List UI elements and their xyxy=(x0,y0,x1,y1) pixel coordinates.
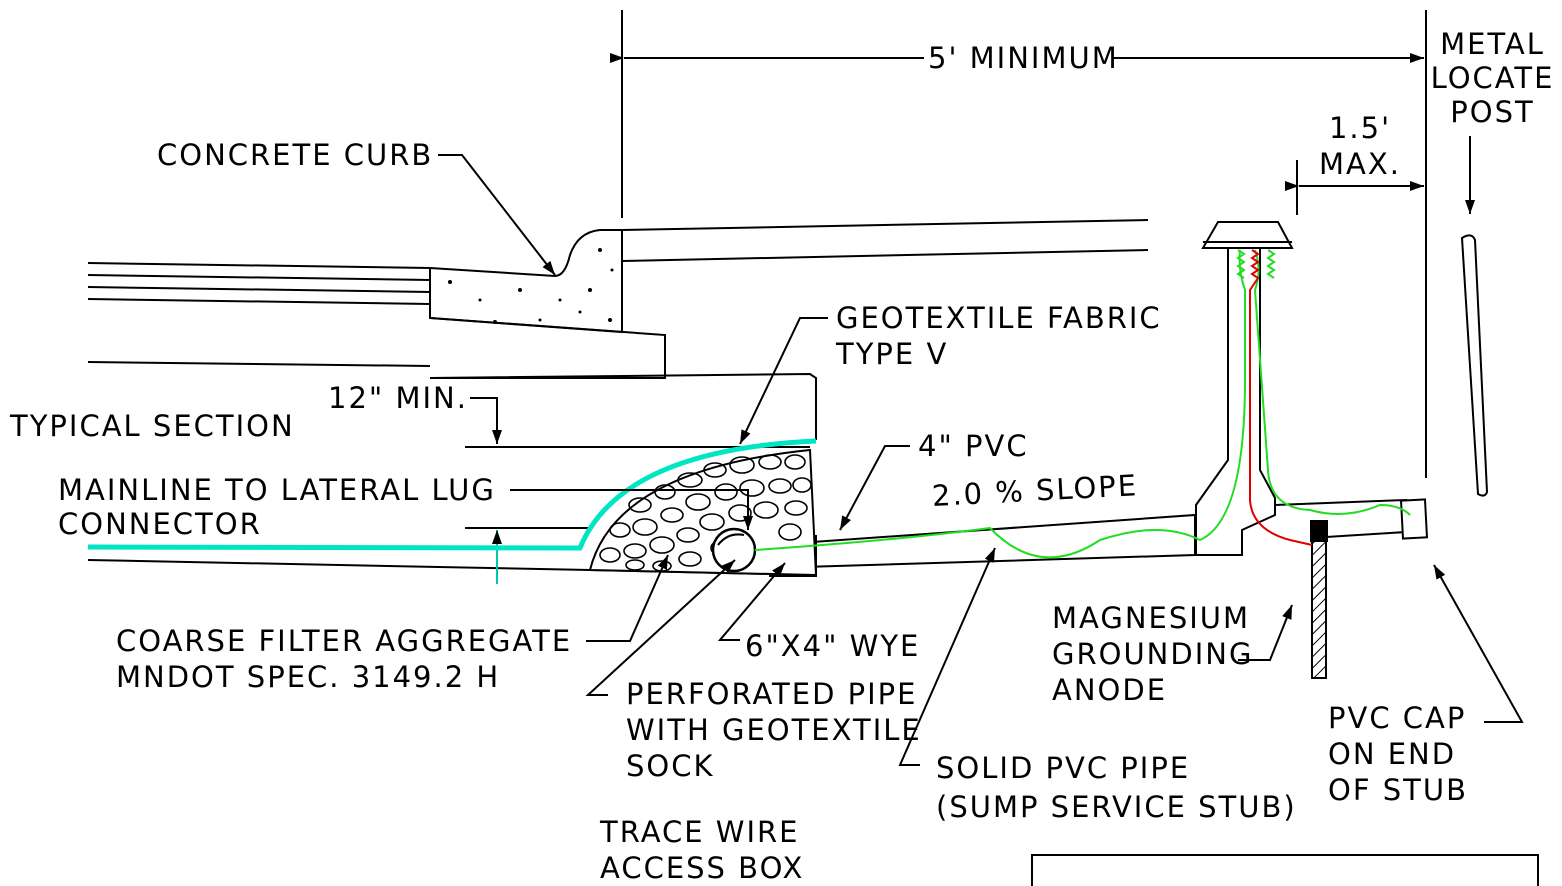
min-dim-leader xyxy=(470,397,502,444)
solid-pipe-leader xyxy=(898,547,996,766)
metal-post-label-line2: LOCATE xyxy=(1430,61,1555,95)
max-label-line2: MAX. xyxy=(1319,147,1401,181)
metal-post-label-line3: POST xyxy=(1450,95,1535,129)
aggregate-leader xyxy=(586,554,669,642)
boulevard-ground-line xyxy=(621,219,1149,231)
legend-box xyxy=(1031,854,1539,886)
pavement-line xyxy=(87,298,431,305)
subgrade-line xyxy=(87,361,431,367)
cap-label-line2: ON END xyxy=(1328,737,1457,771)
solid-pipe-label-line1: SOLID PVC PIPE xyxy=(936,751,1191,785)
pvc-cap xyxy=(1399,498,1429,540)
grounding-anode xyxy=(1311,539,1327,679)
trace-wire xyxy=(1253,249,1411,516)
anode-connector xyxy=(1310,520,1328,542)
cap-label-line1: PVC CAP xyxy=(1328,701,1467,735)
cap-label-line3: OF STUB xyxy=(1328,773,1468,807)
wye-leader xyxy=(717,562,786,641)
five-min-label: 5' MINIMUM xyxy=(928,41,1119,75)
perforated-label-line2: WITH GEOTEXTILE xyxy=(626,713,922,747)
pvc-pipe xyxy=(769,513,1196,569)
pavement-line xyxy=(87,262,431,269)
max-label-line1: 1.5' xyxy=(1328,111,1392,145)
pavement-line xyxy=(87,286,431,293)
cap-leader xyxy=(1433,564,1524,723)
pavement-line xyxy=(87,274,431,281)
lug-connector-label-line2: CONNECTOR xyxy=(58,507,262,541)
subgrade-line xyxy=(429,372,817,440)
wye-label: 6"X4" WYE xyxy=(745,629,921,663)
boulevard-ground-line xyxy=(621,249,1149,262)
metal-post-label-line1: METAL xyxy=(1440,27,1545,61)
lug-connector-label-line1: MAINLINE TO LATERAL LUG xyxy=(58,473,496,507)
magnesium-label-line1: MAGNESIUM xyxy=(1052,601,1251,635)
aggregate-label-line1: COARSE FILTER AGGREGATE xyxy=(116,624,573,658)
perforated-label-line3: SOCK xyxy=(626,749,715,783)
min12-label: 12" MIN. xyxy=(328,381,468,415)
curb-speckles xyxy=(448,248,614,324)
access-box-lid xyxy=(1201,221,1294,249)
typical-section-label: TYPICAL SECTION xyxy=(10,409,295,443)
pipe-highlight xyxy=(717,533,745,546)
curb-leader xyxy=(438,154,556,276)
filter-aggregate xyxy=(588,448,818,577)
trace-wire-label-line2: ACCESS BOX xyxy=(600,851,805,885)
trace-wire-red xyxy=(1249,249,1313,546)
trace-wire-label-line1: TRACE WIRE xyxy=(600,815,800,849)
trace-wire xyxy=(754,249,1246,559)
aggregate-label-line2: MNDOT SPEC. 3149.2 H xyxy=(116,660,501,694)
geotextile-label-line2: TYPE V xyxy=(836,337,949,371)
trace-wire-coil xyxy=(1236,249,1276,279)
geotextile-fabric xyxy=(87,438,817,551)
concrete-curb xyxy=(429,229,623,334)
metal-locate-post xyxy=(1460,234,1489,497)
perforated-label-line1: PERFORATED PIPE xyxy=(626,677,918,711)
pvc4-label: 4" PVC xyxy=(918,429,1029,463)
geotextile-label-line1: GEOTEXTILE FABRIC xyxy=(836,301,1162,335)
solid-pipe-label-line2: (SUMP SERVICE STUB) xyxy=(936,790,1297,824)
perforated-leader xyxy=(585,559,736,696)
aggregate-base xyxy=(429,317,666,379)
magnesium-label-line3: ANODE xyxy=(1052,673,1168,707)
riser-tee xyxy=(1195,248,1276,556)
anode-leader xyxy=(1238,604,1293,661)
lug-leader xyxy=(510,489,753,530)
magnesium-label-line2: GROUNDING xyxy=(1052,637,1254,671)
geotextile-leader xyxy=(739,317,828,445)
trench-bottom-line xyxy=(87,559,591,571)
concrete-curb-label: CONCRETE CURB xyxy=(157,138,434,172)
pvc-leader xyxy=(839,445,910,531)
